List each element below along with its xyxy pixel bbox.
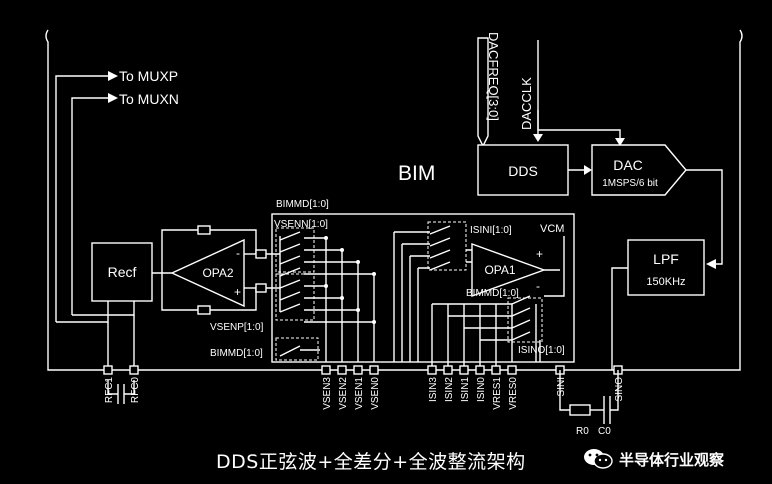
opa2-label: OPA2 xyxy=(202,266,233,280)
dacfreq-label: DACFREQ[3:0] xyxy=(486,32,501,121)
rfc-capacitor xyxy=(107,380,135,404)
pin-rfc0-label: RFC0 xyxy=(130,377,141,404)
to-muxp-label: To MUXP xyxy=(119,68,178,84)
recf-label: Recf xyxy=(108,264,137,280)
pin-isin3-pad xyxy=(427,365,437,375)
pin-vsen3-label: VSEN3 xyxy=(322,377,333,410)
pin-sini-label: SINI xyxy=(556,377,567,396)
pin-vsen2-label: VSEN2 xyxy=(338,377,349,410)
pin-vsen2-pad xyxy=(337,365,347,375)
dds-label: DDS xyxy=(508,163,538,179)
pin-isin0-pad xyxy=(475,365,485,375)
caption-bar: DDS正弦波+全差分+全波整流架构 半导体行业观察 xyxy=(0,443,772,475)
pin-vsen3-pad xyxy=(321,365,331,375)
opa2-minus: - xyxy=(236,246,240,260)
c0-label: C0 xyxy=(598,426,611,437)
opa1-block: OPA1 - + VCM ISINI[1:0] BIMMD[1:0] ISINO… xyxy=(393,221,565,362)
dds-inputs: DACFREQ[3:0] DACCLK xyxy=(477,32,625,148)
recf-block: Recf xyxy=(56,242,153,370)
pin-vsen1-label: VSEN1 xyxy=(354,377,365,410)
bimmd-top-label: BIMMD[1:0] xyxy=(276,199,329,210)
vsenn-label: VSENN[1:0] xyxy=(274,219,328,230)
opa2-plus: + xyxy=(234,285,241,299)
pin-vres0-pad xyxy=(507,365,517,375)
dds-block: DDS xyxy=(477,144,592,196)
pin-vsen1-pad xyxy=(353,365,363,375)
bim-label: BIM xyxy=(398,162,435,185)
pin-vsen0-pad xyxy=(369,365,379,375)
pin-isin3-label: ISIN3 xyxy=(428,377,439,402)
pin-vsen0-label: VSEN0 xyxy=(370,377,381,410)
pin-isin2-pad xyxy=(443,365,453,375)
watermark-text: 半导体行业观察 xyxy=(619,450,725,469)
pin-rfc0-pad xyxy=(129,365,139,375)
wechat-icon xyxy=(584,449,613,469)
vsenp-label: VSENP[1:0] xyxy=(210,322,264,333)
isino-label: ISINO[1:0] xyxy=(518,345,565,356)
pin-isin2-label: ISIN2 xyxy=(444,377,455,402)
watermark: 半导体行业观察 xyxy=(583,447,724,471)
isini-label: ISINI[1:0] xyxy=(470,225,512,236)
vsen-switches: BIMMD[1:0] VSENN[1:0] VSENP[1:0] BIMMD[1… xyxy=(210,199,376,362)
pin-isin0-label: ISIN0 xyxy=(476,377,487,402)
pin-rfc1-label: RFC1 xyxy=(104,377,115,404)
opa2-block: OPA2 - + xyxy=(152,225,267,315)
opa1-minus: - xyxy=(536,279,540,293)
dac-spec-label: 1MSPS/6 bit xyxy=(602,178,658,189)
bimmd-bottom-label: BIMMD[1:0] xyxy=(210,348,263,359)
to-muxn-label: To MUXN xyxy=(119,91,179,107)
dac-label: DAC xyxy=(613,157,643,173)
vcm-label: VCM xyxy=(540,223,564,235)
lpf-label: LPF xyxy=(653,251,679,267)
pin-isin1-label: ISIN1 xyxy=(460,377,471,402)
pin-vres0-label: VRES0 xyxy=(508,377,519,410)
lpf-block: LPF 150KHz xyxy=(611,239,705,370)
dacclk-label: DACCLK xyxy=(519,77,534,130)
opa1-label: OPA1 xyxy=(484,263,515,277)
lpf-spec-label: 150KHz xyxy=(646,276,685,288)
r0-label: R0 xyxy=(576,426,589,437)
pin-vres1-label: VRES1 xyxy=(492,377,503,410)
pin-strip: RFC1 RFC0 VSEN3 VSEN2 VSEN1 VSEN0 ISIN3 ISIN2 IS… xyxy=(103,304,625,410)
pin-rfc1-pad xyxy=(103,365,113,375)
mux-outputs: To MUXP To MUXN xyxy=(55,68,179,322)
caption-text: DDS正弦波+全差分+全波整流架构 xyxy=(216,451,526,473)
r0-c0-network: R0 C0 xyxy=(559,370,619,437)
bim-block xyxy=(271,213,575,363)
chip-boundary xyxy=(45,29,743,371)
pin-isin1-pad xyxy=(459,365,469,375)
pin-vres1-pad xyxy=(491,365,501,375)
dac-block: DAC 1MSPS/6 bit xyxy=(591,144,723,269)
pin-sino-label: SINO xyxy=(614,377,625,402)
opa1-plus: + xyxy=(536,247,543,261)
bimmd-right-label: BIMMD[1:0] xyxy=(466,288,519,299)
